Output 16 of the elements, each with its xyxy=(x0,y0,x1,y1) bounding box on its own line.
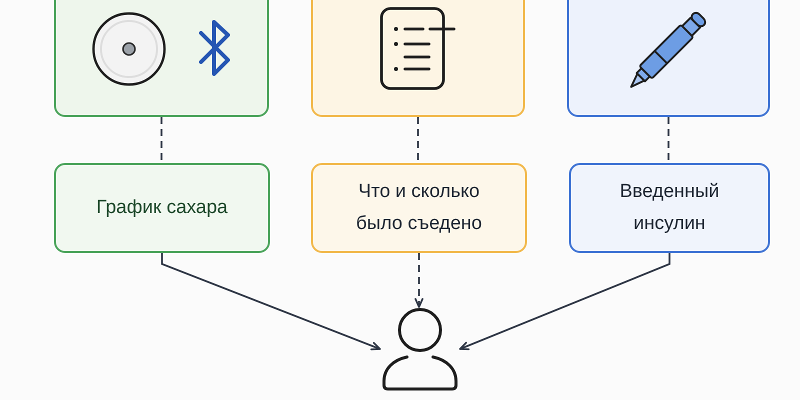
person-icon xyxy=(381,307,459,391)
info-card xyxy=(54,163,270,253)
card-label: Что и сколько было съедено xyxy=(355,180,483,236)
dashed-line xyxy=(417,117,419,163)
icon-card xyxy=(567,0,770,117)
icon-card xyxy=(311,0,525,117)
icon-card xyxy=(54,0,269,117)
arrow xyxy=(414,253,424,308)
dashed-line xyxy=(668,117,670,163)
card-label: График сахара xyxy=(96,196,228,220)
card-label: Введенный инсулин xyxy=(618,180,720,236)
info-card xyxy=(569,163,770,253)
arrow xyxy=(161,253,381,350)
dashed-line xyxy=(160,117,162,163)
arrow xyxy=(459,253,670,350)
info-card xyxy=(311,163,527,253)
